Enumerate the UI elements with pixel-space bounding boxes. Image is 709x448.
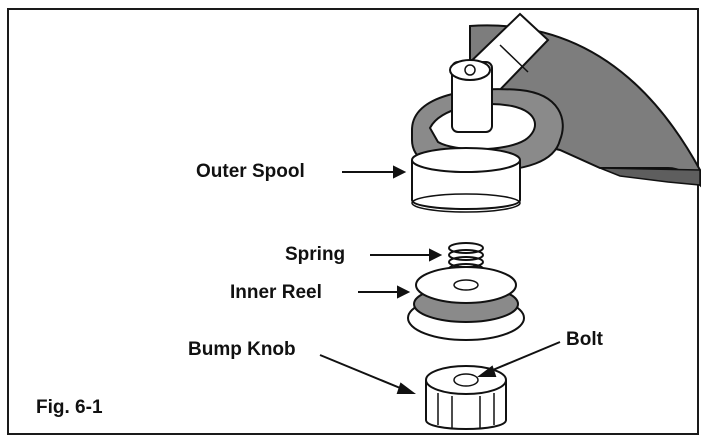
bolt-label: Bolt: [566, 329, 603, 350]
spring-arrow: [370, 248, 443, 262]
inner-reel-label: Inner Reel: [230, 282, 322, 303]
inner-reel: [407, 266, 525, 341]
inner-reel-arrow: [358, 285, 411, 299]
outer-spool: [411, 147, 521, 213]
outer-spool-label: Outer Spool: [196, 161, 305, 182]
bolt-arrow: [477, 341, 561, 377]
figure-frame: [7, 8, 699, 435]
outer-spool-arrow: [342, 165, 407, 179]
bump-knob-label: Bump Knob: [188, 339, 296, 360]
bump-knob-arrow: [319, 354, 416, 394]
spring-label: Spring: [285, 244, 346, 265]
figure-caption: Fig. 6-1: [36, 397, 103, 418]
